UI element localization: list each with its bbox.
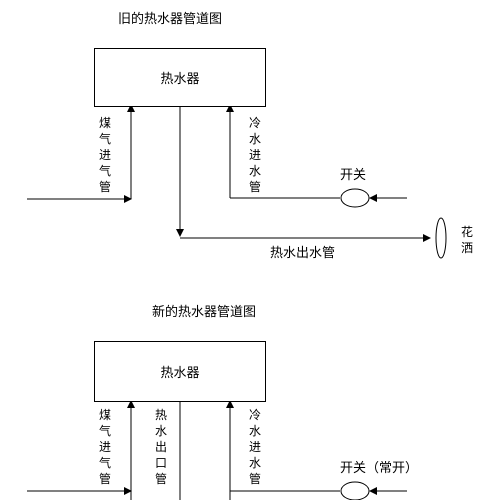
new-hot-outlet-label: 热水出口管 — [154, 408, 167, 486]
new-heater-box: 热水器 — [94, 341, 266, 402]
old-heater-box: 热水器 — [94, 48, 266, 107]
old-switch-label: 开关 — [340, 168, 367, 183]
new-diagram-title: 新的热水器管道图 — [152, 305, 257, 320]
old-heater-label: 热水器 — [160, 72, 200, 87]
new-gas-pipe-label: 煤气进气管 — [98, 408, 111, 486]
new-switch-label: 开关（常开） — [340, 461, 419, 476]
new-heater-label: 热水器 — [160, 366, 200, 381]
old-cold-pipe-label: 冷水进水管 — [248, 116, 261, 194]
old-shower-head — [435, 217, 447, 259]
new-switch-valve — [340, 481, 370, 500]
old-shower-label: 花洒 — [460, 225, 473, 255]
new-cold-pipe-label: 冷水进水管 — [248, 408, 261, 486]
old-hot-pipe-label: 热水出水管 — [270, 246, 336, 261]
old-diagram-title: 旧的热水器管道图 — [118, 12, 223, 27]
old-gas-pipe-label: 煤气进气管 — [98, 116, 111, 194]
old-switch-valve — [340, 188, 370, 208]
